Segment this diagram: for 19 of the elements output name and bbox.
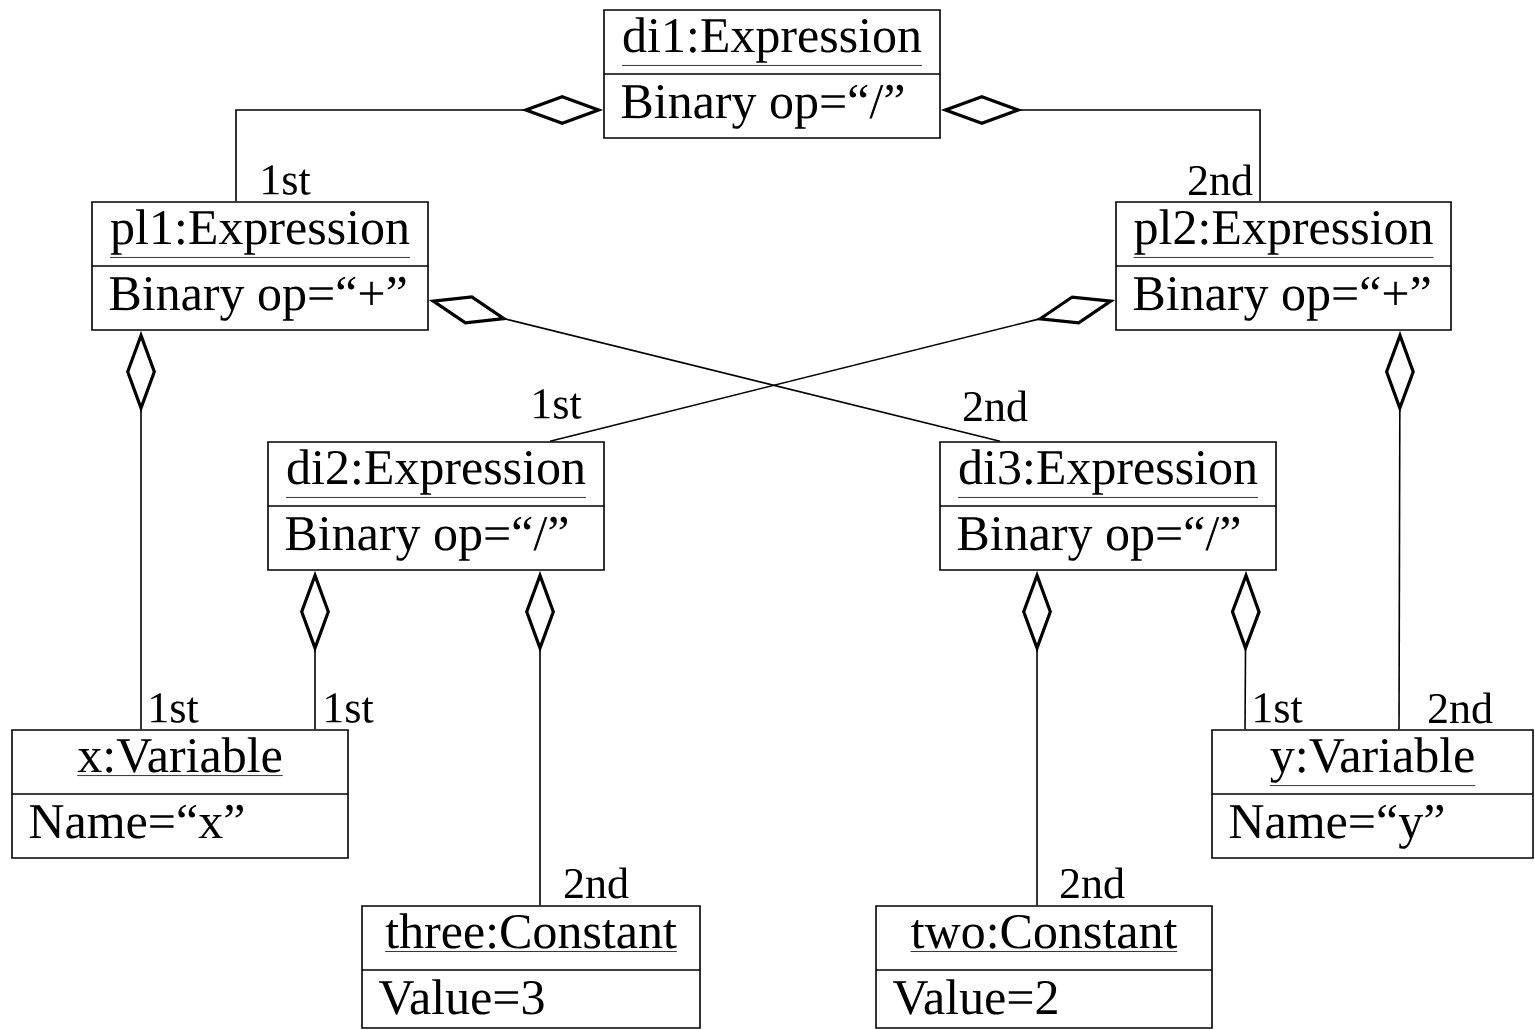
object-box: y:Variable Name=“y” bbox=[1211, 729, 1534, 859]
role-label: 1st bbox=[145, 691, 201, 725]
role-label: 1st bbox=[1249, 691, 1305, 725]
object-box: three:Constant Value=3 bbox=[361, 905, 701, 1029]
object-box: di2:Expression Binary op=“/” bbox=[267, 441, 605, 571]
role-label: 2nd bbox=[1425, 690, 1495, 726]
object-box: di1:Expression Binary op=“/” bbox=[603, 9, 941, 139]
object-box: pl1:Expression Binary op=“+” bbox=[91, 201, 429, 331]
role-label: 1st bbox=[320, 691, 376, 725]
role-label: 2nd bbox=[960, 388, 1030, 424]
role-label: 2nd bbox=[561, 865, 631, 901]
object-box: pl2:Expression Binary op=“+” bbox=[1115, 201, 1452, 331]
role-label: 2nd bbox=[1057, 865, 1127, 901]
object-box: x:Variable Name=“x” bbox=[11, 729, 349, 859]
role-label: 1st bbox=[528, 387, 584, 421]
role-label: 2nd bbox=[1185, 162, 1255, 198]
object-box: two:Constant Value=2 bbox=[875, 905, 1213, 1029]
role-label: 1st bbox=[257, 163, 313, 197]
object-box: di3:Expression Binary op=“/” bbox=[939, 441, 1277, 571]
